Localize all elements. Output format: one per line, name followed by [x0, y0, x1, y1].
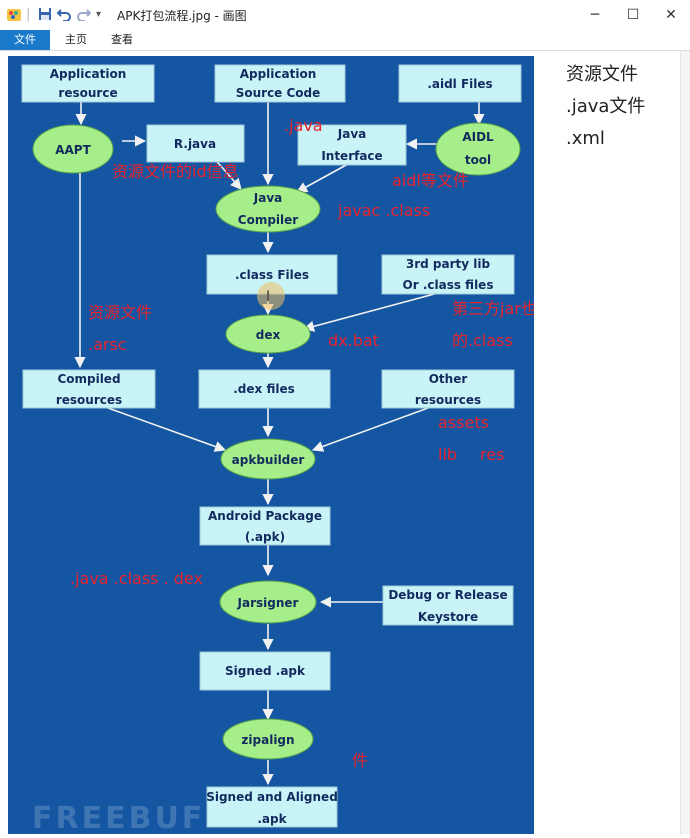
annotation-res: res	[480, 445, 504, 464]
separator: |	[26, 7, 31, 22]
box-text: Other	[429, 372, 468, 386]
box-text: resources	[415, 393, 481, 407]
box-application-source	[214, 64, 346, 103]
box-android-package	[199, 506, 331, 546]
box-text: Application	[240, 67, 317, 81]
watermark: FREEBUF	[32, 801, 205, 834]
box-text: .aidl Files	[427, 77, 492, 91]
ellipse-aapt	[32, 124, 114, 174]
box-text: Signed and Aligned	[206, 790, 338, 804]
box-text: Interface	[321, 149, 382, 163]
ellipse-text: Jarsigner	[237, 596, 299, 610]
ellipse-java-compiler	[215, 185, 321, 233]
canvas-note-1: 资源文件	[566, 64, 638, 85]
box-text: .dex files	[233, 382, 295, 396]
vertical-scrollbar[interactable]	[680, 51, 690, 834]
ellipse-text: AIDL	[462, 130, 494, 144]
annotation-lib: lib	[438, 445, 457, 464]
annotation-arsc: .arsc	[88, 335, 127, 354]
box-text: 3rd party lib	[406, 257, 491, 271]
box-rjava	[146, 124, 245, 163]
red-annotations: .java 资源文件的id信息 aidl等文件 javac .class 资源文…	[70, 116, 601, 770]
ellipse-apkbuilder	[220, 438, 316, 480]
ellipse-zipalign	[222, 718, 314, 760]
ellipse-text: Java	[253, 191, 282, 205]
diagram-boxes: Application resource Application Source …	[21, 64, 522, 828]
close-button[interactable]: ✕	[665, 7, 677, 23]
ellipse-aidl-tool	[435, 122, 521, 176]
box-text: Debug or Release	[388, 588, 507, 602]
tab-view[interactable]: 查看	[111, 33, 133, 46]
tab-file[interactable]: 文件	[0, 30, 50, 50]
flow-arrows	[74, 102, 485, 786]
box-text: Or .class files	[403, 278, 494, 292]
annotation-third-class: 的.class	[452, 331, 513, 350]
ribbon-tabs: 文件 主页 查看	[0, 30, 690, 51]
box-signed-apk	[199, 651, 331, 691]
box-text: Application	[50, 67, 127, 81]
annotation-aidl-etc: aidl等文件	[392, 171, 469, 190]
title-bar: | ▾ APK打包流程.jpg - 画图 ─ ☐ ✕	[0, 0, 690, 30]
window-title: APK打包流程.jpg - 画图	[117, 9, 247, 23]
text-cursor-icon: I	[266, 289, 270, 305]
diagram-processes: AAPT AIDL tool Java Compiler dex apkbuil…	[32, 122, 521, 760]
annotation-java: .java	[284, 116, 323, 135]
box-application-resource	[21, 64, 155, 103]
minimize-button[interactable]: ─	[590, 7, 600, 23]
box-text: Keystore	[418, 610, 478, 624]
annotation-java-class-dex: .java .class . dex	[70, 569, 203, 588]
annotation-res-file: 资源文件	[88, 303, 152, 322]
box-keystore	[382, 585, 514, 626]
box-text: .apk	[257, 812, 287, 826]
ellipse-dex	[225, 314, 311, 354]
ellipse-text: apkbuilder	[232, 453, 305, 467]
chevron-down-icon[interactable]: ▾	[96, 9, 102, 20]
undo-icon[interactable]	[56, 7, 71, 26]
canvas-note-2: .java文件	[566, 96, 646, 117]
box-third-party-lib	[381, 254, 515, 295]
canvas-note-3: .xml	[566, 128, 605, 149]
ellipse-text: tool	[465, 153, 491, 167]
ellipse-text: AAPT	[55, 143, 91, 157]
box-other-resources	[381, 369, 515, 409]
box-text: Source Code	[236, 86, 321, 100]
annotation-res-id: 资源文件的id信息	[112, 162, 239, 181]
box-text: R.java	[174, 137, 216, 151]
box-dex-files	[198, 369, 331, 409]
ellipse-text: dex	[256, 328, 281, 342]
annotation-dxbat: dx.bat	[328, 331, 379, 350]
ellipse-jarsigner	[219, 580, 317, 624]
box-text: Signed .apk	[225, 664, 306, 678]
apk-build-diagram[interactable]: Application resource Application Source …	[8, 56, 601, 836]
paint-app-icon[interactable]	[6, 7, 22, 28]
box-text: .class Files	[235, 268, 309, 282]
redo-icon[interactable]	[77, 7, 92, 26]
ellipse-text: Compiler	[238, 213, 299, 227]
annotation-assets: assets	[438, 413, 489, 432]
annotation-javac: javac .class	[337, 201, 430, 220]
box-text: (.apk)	[245, 530, 285, 544]
box-text: resource	[58, 86, 117, 100]
ellipse-text: zipalign	[241, 733, 294, 747]
cursor-highlight	[257, 282, 285, 310]
box-text: Compiled	[57, 372, 120, 386]
box-text: Java	[337, 127, 366, 141]
save-icon[interactable]	[38, 7, 52, 26]
tab-home[interactable]: 主页	[65, 33, 87, 46]
annotation-jian: 件	[352, 751, 368, 770]
box-aidl-files	[398, 64, 522, 103]
box-signed-aligned	[206, 786, 338, 828]
box-text: resources	[56, 393, 122, 407]
box-text: Android Package	[208, 509, 322, 523]
annotation-third-jar: 第三方jar也是编译后	[452, 299, 534, 318]
box-compiled-resources	[22, 369, 156, 409]
maximize-button[interactable]: ☐	[626, 7, 640, 23]
box-java-interface	[297, 124, 407, 166]
